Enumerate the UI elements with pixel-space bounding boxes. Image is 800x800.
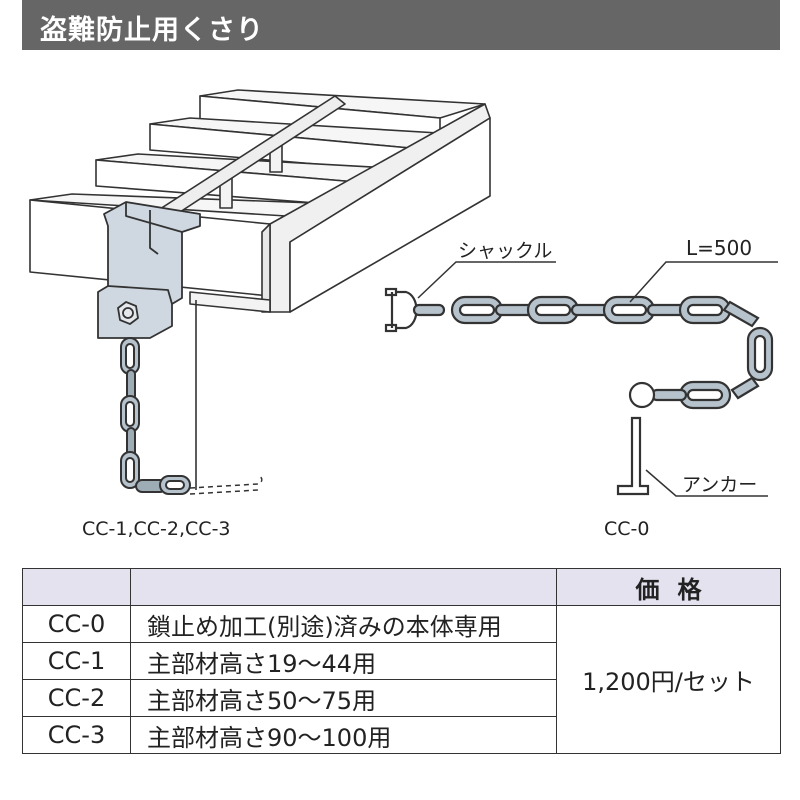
row-description: 主部材高さ50～75用 [130, 679, 557, 717]
row-code: CC-3 [22, 716, 131, 754]
table-header-row: 価格 [22, 568, 781, 606]
price-cell: 1,200円/セット [556, 605, 781, 754]
left-chain [120, 337, 191, 495]
row-code: CC-2 [22, 679, 131, 717]
header-price: 価格 [556, 568, 781, 606]
right-model-label: CC-0 [604, 518, 650, 540]
illustration [29, 89, 778, 497]
anchor-label: アンカー [682, 474, 758, 496]
shackle-label: シャックル [458, 240, 553, 262]
header-code [22, 568, 131, 606]
row-description: 主部材高さ19～44用 [130, 642, 557, 680]
leader-lines [417, 261, 778, 497]
table-row: CC-0 鎖止め加工(別途)済みの本体専用 1,200円/セット [22, 605, 781, 754]
right-chain [384, 287, 774, 496]
length-label: L=500 [686, 236, 753, 260]
bracket [97, 201, 201, 339]
title-bar: 盗難防止用くさり [22, 0, 780, 50]
header-price-label: 価格 [635, 575, 720, 604]
page-title: 盗難防止用くさり [40, 15, 264, 46]
row-code: CC-0 [22, 605, 131, 643]
row-code: CC-1 [22, 642, 131, 680]
table-row: CC-2 主部材高さ50～75用 [22, 679, 781, 717]
grating-illustration [29, 89, 491, 490]
table-row: CC-3 主部材高さ90～100用 [22, 716, 781, 754]
header-description [130, 568, 557, 606]
left-chain-dashed [189, 475, 263, 495]
spec-table: 価格 CC-0 鎖止め加工(別途)済みの本体専用 1,200円/セット CC-1… [22, 568, 781, 754]
row-description: 主部材高さ90～100用 [130, 716, 557, 754]
row-description: 鎖止め加工(別途)済みの本体専用 [130, 605, 557, 643]
table-row: CC-1 主部材高さ19～44用 [22, 642, 781, 680]
left-models-label: CC-1,CC-2,CC-3 [82, 518, 231, 540]
